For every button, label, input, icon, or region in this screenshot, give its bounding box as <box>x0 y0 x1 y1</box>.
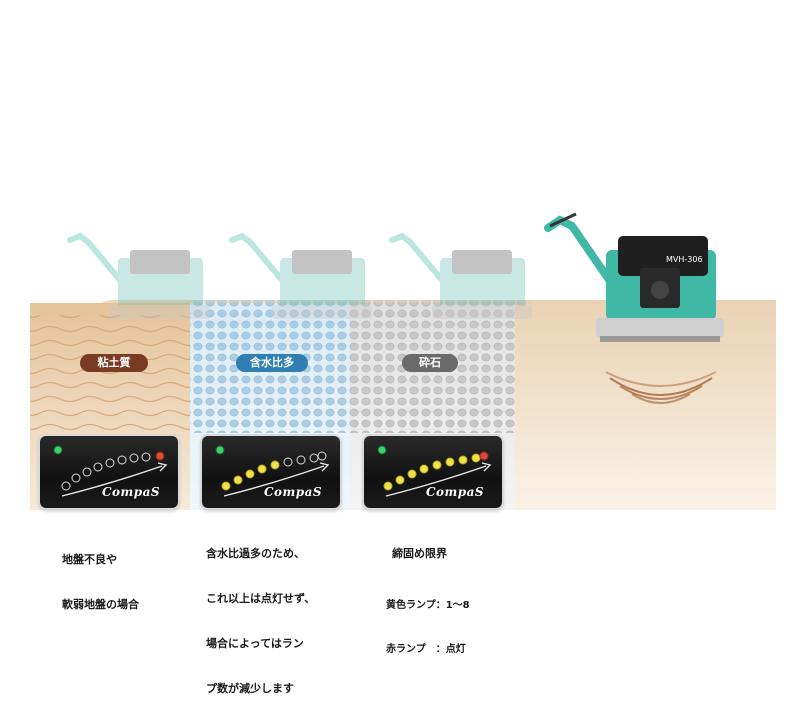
caption-clay: 地盤不良や 軟弱地盤の場合 <box>62 522 139 627</box>
compass-panel-water: CompaS <box>202 436 340 508</box>
power-lamp <box>215 445 225 455</box>
red-lamp <box>155 451 165 461</box>
caption-gravel-title: 締固め限界 <box>392 547 447 560</box>
compass-logo: CompaS <box>102 485 161 499</box>
yellow-lamp <box>93 462 103 472</box>
surface-dots-water <box>190 300 350 310</box>
lamp-array <box>53 445 168 497</box>
ghost-compactor-3 <box>389 232 532 319</box>
yellow-lamp <box>141 452 151 462</box>
progress-arrow <box>61 465 163 497</box>
ghost-compactor-2 <box>229 232 372 319</box>
compass-panel-clay: CompaS <box>40 436 178 508</box>
yellow-lamp <box>245 469 255 479</box>
progress-arrow <box>385 465 487 497</box>
yellow-lamp <box>458 455 468 465</box>
power-lamp <box>377 445 387 455</box>
yellow-lamp <box>221 481 231 491</box>
yellow-lamp <box>419 464 429 474</box>
surface-dots-gravel <box>350 300 530 310</box>
lamp-array <box>215 445 330 497</box>
red-lamp <box>317 451 327 461</box>
caption-water-line-4: プ数が減少します <box>206 682 294 695</box>
yellow-lamp <box>105 458 115 468</box>
yellow-lamp <box>117 455 127 465</box>
illustration-canvas: MVH-306 <box>30 212 776 510</box>
progress-arrow-head <box>319 462 330 472</box>
caption-water-line-3: 場合によってはラン <box>206 637 304 650</box>
compass-panel-gravel: CompaS <box>364 436 502 508</box>
caption-water-line-1: 含水比過多のため、 <box>206 547 305 560</box>
badge-gravel: 砕石 <box>402 354 458 372</box>
yellow-lamp <box>407 469 417 479</box>
clay-waves <box>30 315 190 435</box>
yellow-lamp <box>445 457 455 467</box>
yellow-lamp <box>61 481 71 491</box>
yellow-lamp <box>309 453 319 463</box>
caption-clay-line-1: 地盤不良や <box>62 553 117 566</box>
yellow-lamp <box>257 464 267 474</box>
vibration-waves <box>605 371 717 404</box>
yellow-lamp <box>82 467 92 477</box>
caption-gravel-yellow: 黄色ランプ：1～8 <box>386 600 470 611</box>
yellow-lamp <box>395 475 405 485</box>
caption-water: 含水比過多のため、 これ以上は点灯せず、 場合によってはラン プ数が減少します <box>206 516 315 711</box>
badge-clay: 粘土質 <box>80 354 148 372</box>
lamp-array <box>377 445 492 497</box>
caption-gravel: 締固め限界 黄色ランプ：1～8 赤ランプ ：点灯 <box>386 516 470 672</box>
yellow-lamp <box>471 453 481 463</box>
yellow-lamp <box>383 481 393 491</box>
power-lamp <box>53 445 63 455</box>
progress-arrow-head <box>157 462 168 472</box>
yellow-lamp <box>129 453 139 463</box>
main-compactor: MVH-306 <box>544 212 724 342</box>
yellow-lamp <box>233 475 243 485</box>
caption-gravel-red: 赤ランプ ：点灯 <box>386 644 466 655</box>
yellow-lamp <box>270 460 280 470</box>
caption-water-line-2: これ以上は点灯せず、 <box>206 592 316 605</box>
yellow-lamp <box>283 457 293 467</box>
compass-logo: CompaS <box>264 485 323 499</box>
caption-clay-line-2: 軟弱地盤の場合 <box>62 598 139 611</box>
yellow-lamp <box>71 473 81 483</box>
machine-model-label: MVH-306 <box>666 255 703 264</box>
progress-arrow <box>223 465 325 497</box>
red-lamp <box>479 451 489 461</box>
ghost-compactor-1 <box>67 232 210 319</box>
compass-logo: CompaS <box>426 485 485 499</box>
yellow-lamp <box>432 460 442 470</box>
progress-arrow-head <box>481 462 492 472</box>
yellow-lamp <box>296 455 306 465</box>
badge-water: 含水比多 <box>236 354 308 372</box>
